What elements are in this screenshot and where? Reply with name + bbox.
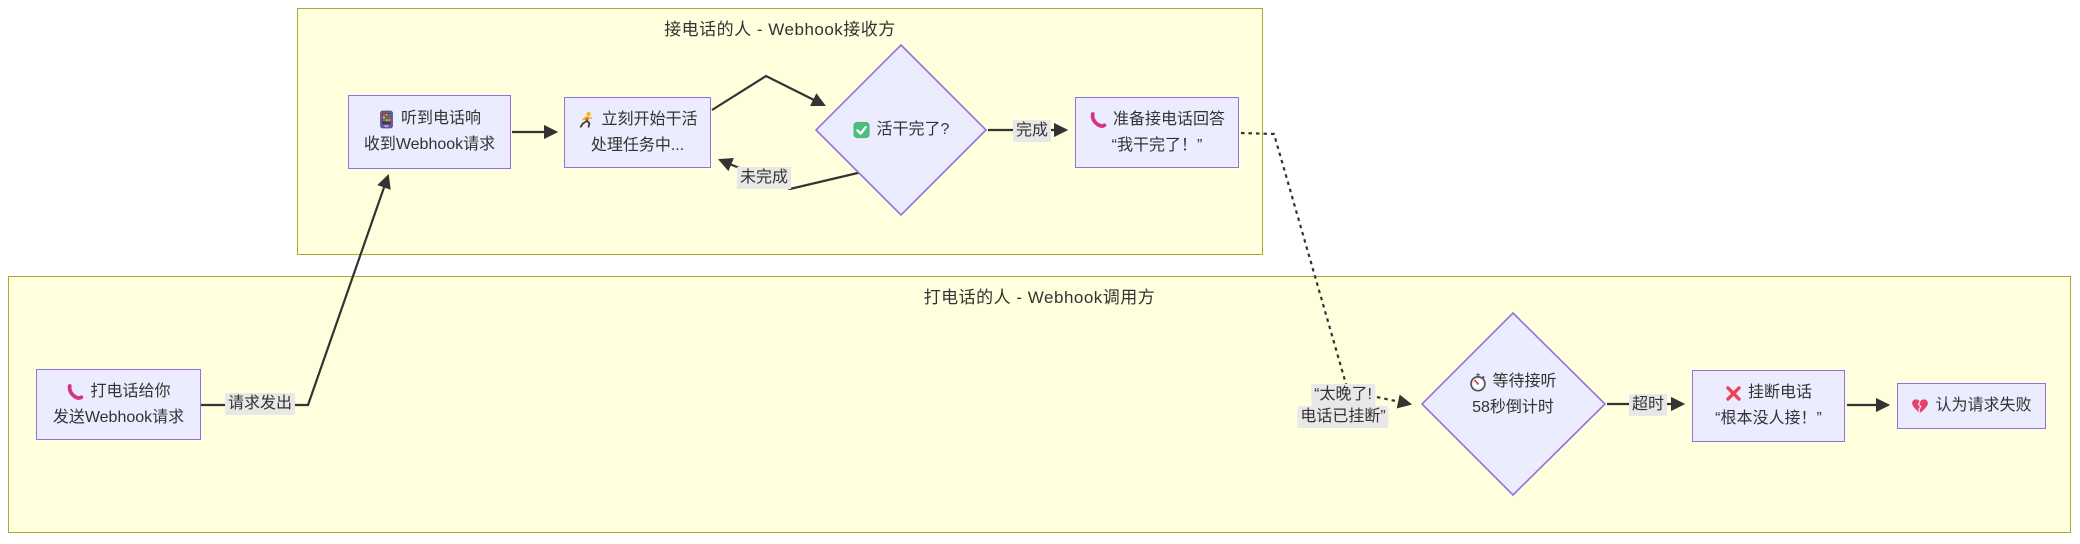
node-answer-line1: 准备接电话回答: [1089, 107, 1225, 133]
node-answer-phone: 准备接电话回答 “我干完了！”: [1075, 97, 1239, 168]
node-request-failed: 认为请求失败: [1897, 383, 2046, 429]
node-work-done-decision: 活干完了?: [853, 117, 950, 143]
node-answer-title: 准备接电话回答: [1112, 110, 1225, 128]
node-fail-label: 认为请求失败: [1935, 397, 2032, 414]
node-call-title: 打电话给你: [90, 382, 171, 400]
node-wait-subtitle: 58秒倒计时: [1472, 399, 1554, 416]
check-box-icon: [853, 121, 870, 139]
node-hang-up: 挂断电话 “根本没人接！”: [1692, 370, 1845, 442]
node-work-subtitle: 处理任务中...: [590, 136, 685, 154]
broken-heart-icon: [1912, 398, 1929, 413]
cross-mark-icon: [1726, 385, 1741, 401]
edge-label-timeout-text: 超时: [1628, 394, 1668, 416]
node-answer-line2: “我干完了！”: [1112, 133, 1203, 159]
node-hangup-title: 挂断电话: [1747, 384, 1812, 401]
node-call-line2: 发送Webhook请求: [53, 405, 184, 431]
edge-label-not-done: 未完成: [736, 167, 792, 189]
edge-label-too-late: “太晚了! 电话已挂断”: [1297, 384, 1389, 428]
node-start-working: 立刻开始干活 处理任务中...: [564, 97, 711, 168]
edge-label-request-sent-text: 请求发出: [224, 393, 296, 415]
edge-label-not-done-text: 未完成: [736, 167, 792, 189]
phone-receiver-icon: [68, 383, 84, 400]
node-hangup-subtitle: “根本没人接！”: [1715, 410, 1822, 427]
node-work-line2: 处理任务中...: [591, 133, 684, 159]
node-hear-line1: 听到电话响: [378, 106, 481, 132]
edge-label-request-sent: 请求发出: [224, 393, 296, 415]
node-hear-line2: 收到Webhook请求: [364, 132, 495, 158]
edge-label-too-late-line1: “太晚了!: [1311, 384, 1375, 406]
node-wait-title: 等待接听: [1492, 373, 1557, 390]
edge-label-done-text: 完成: [1012, 120, 1052, 142]
runner-icon: [580, 111, 593, 128]
cluster-receiver-title: 接电话的人 - Webhook接收方: [664, 20, 896, 39]
node-answer-subtitle: “我干完了！”: [1111, 136, 1203, 154]
node-wait-answer-decision: 等待接听 58秒倒计时: [1469, 369, 1557, 421]
node-call-line1: 打电话给你: [66, 379, 171, 405]
stopwatch-icon: [1470, 373, 1486, 392]
edge-label-done: 完成: [1012, 120, 1052, 142]
cluster-caller-title: 打电话的人 - Webhook调用方: [923, 288, 1156, 307]
node-check-line1: 活干完了?: [853, 117, 950, 143]
vibrating-phone-icon: [380, 110, 393, 128]
node-hangup-line2: “根本没人接！”: [1715, 406, 1822, 432]
node-hear-phone-ring: 听到电话响 收到Webhook请求: [348, 95, 511, 169]
node-wait-line2: 58秒倒计时: [1472, 395, 1554, 421]
node-work-title: 立刻开始干活: [601, 110, 698, 128]
node-hear-subtitle: 收到Webhook请求: [363, 136, 496, 153]
phone-receiver-icon: [1090, 111, 1107, 128]
node-call-subtitle: 发送Webhook请求: [52, 408, 185, 426]
edge-label-too-late-stack: “太晚了! 电话已挂断”: [1297, 384, 1389, 428]
node-make-call: 打电话给你 发送Webhook请求: [36, 369, 201, 440]
node-wait-line1: 等待接听: [1469, 369, 1557, 395]
node-hear-title: 听到电话响: [400, 110, 481, 127]
node-fail-line1: 认为请求失败: [1911, 393, 2032, 419]
edge-label-timeout: 超时: [1628, 394, 1668, 416]
node-check-label: 活干完了?: [876, 121, 950, 138]
edge-label-too-late-line2: 电话已挂断”: [1297, 406, 1389, 428]
node-work-line1: 立刻开始干活: [577, 107, 698, 133]
node-hangup-line1: 挂断电话: [1725, 380, 1812, 406]
